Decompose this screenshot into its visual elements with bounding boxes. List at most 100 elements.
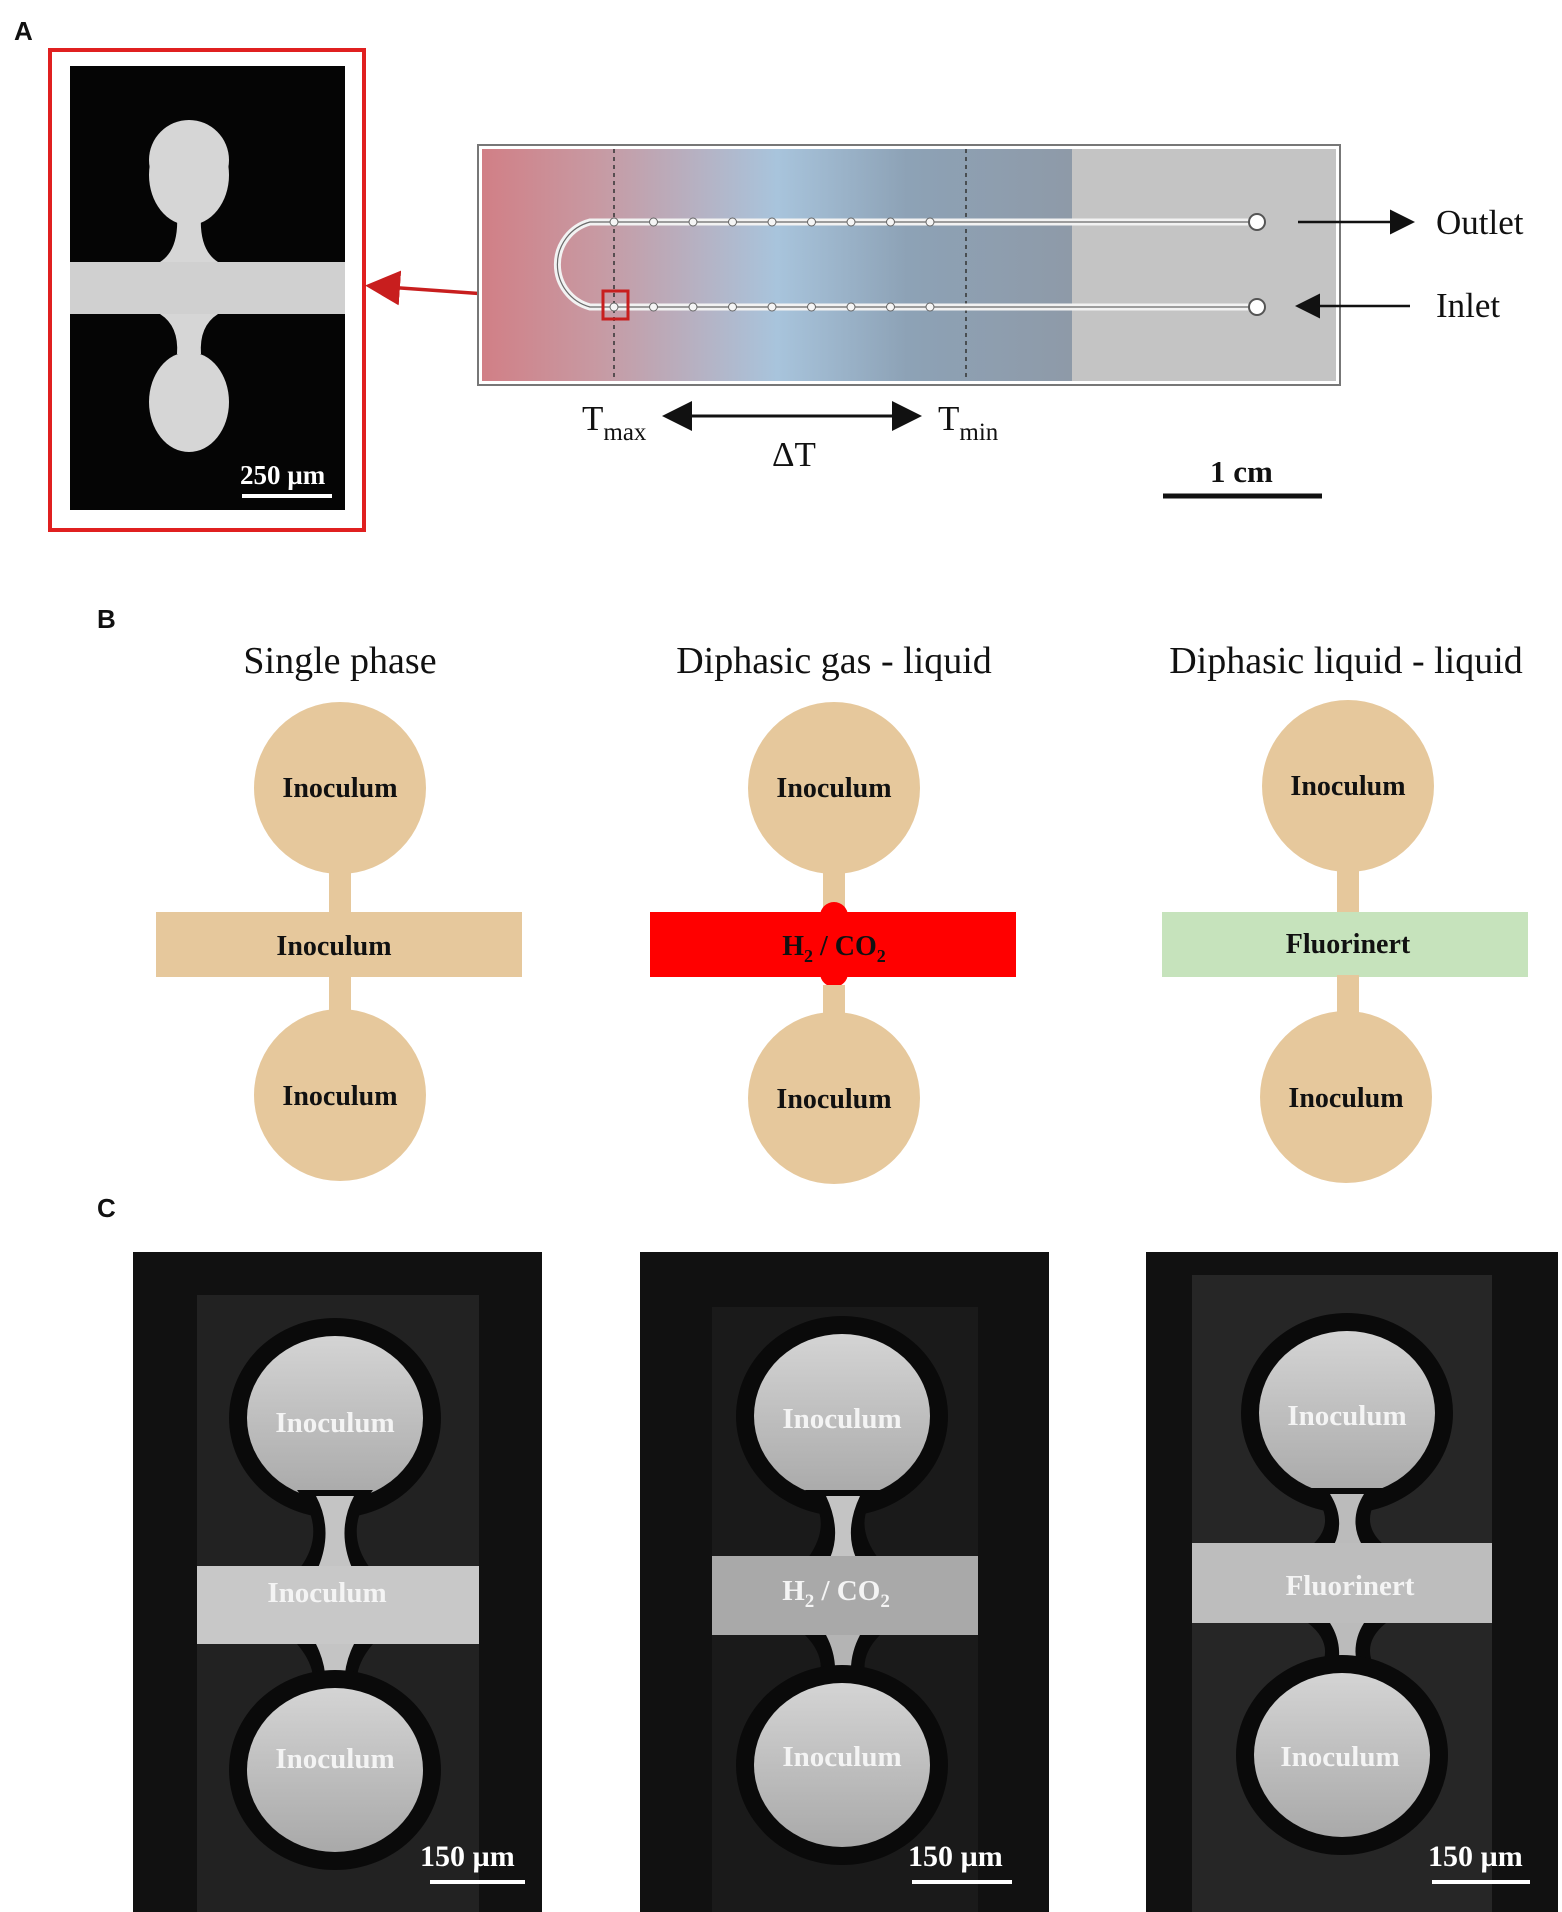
photo-bottom-chamber: [247, 1688, 423, 1852]
chip-chamber-dot: [609, 217, 619, 227]
schematic-gas-bulge-top: [820, 902, 848, 930]
schematic-gas-liquid: Diphasic gas - liquid Inoculum H2 / CO2 …: [650, 640, 1016, 1184]
panel-a-letter: A: [14, 16, 33, 46]
photo-top-neck: [826, 1496, 860, 1558]
photo-top-label: Inoculum: [782, 1403, 901, 1435]
photo-top-chamber: [247, 1336, 423, 1500]
photo-gas-label: H2 / CO2: [782, 1575, 890, 1612]
tmax-label: Tmax: [582, 399, 647, 446]
schematic-gas-bulge-bottom: [820, 959, 848, 987]
schematic-top-neck: [1337, 868, 1359, 913]
photo-bottom-label: Inoculum: [1280, 1741, 1399, 1773]
chip-chamber-dot: [925, 217, 935, 227]
schematic-bottom-label: Inoculum: [776, 1084, 891, 1115]
micrograph-channel: [70, 262, 345, 314]
photo-scale-label: 150 µm: [1428, 1840, 1523, 1873]
micrograph-top-neck: [160, 215, 218, 262]
photo-single-phase: Inoculum Inoculum Inoculum 150 µm: [133, 1252, 542, 1912]
schematic-fluorinert-channel: [1162, 912, 1528, 977]
photo-bottom-label: Inoculum: [782, 1741, 901, 1773]
chip-chamber-dot: [688, 217, 698, 227]
micrograph-frame: [48, 48, 366, 532]
photo-fluorinert-label: Fluorinert: [1286, 1570, 1415, 1602]
chip-chambers-row-bottom: [609, 302, 935, 312]
panel-a-micrograph: 250 µm: [48, 48, 366, 532]
chip-chamber-dot: [886, 302, 895, 312]
chip-chamber-dot: [767, 217, 777, 227]
chip-chamber-dot: [846, 217, 856, 227]
photo-liquid-liquid: Inoculum Fluorinert Inoculum 150 µm: [1146, 1252, 1558, 1912]
schematic-bottom-label: Inoculum: [1288, 1083, 1403, 1114]
outlet-label: Outlet: [1436, 203, 1524, 242]
schematic-channel-label: Inoculum: [276, 931, 391, 962]
chip-channel-edge: [556, 221, 1255, 308]
chip-chamber-dot: [807, 217, 816, 227]
photo-gas-channel: [712, 1556, 978, 1635]
panel-b-letter: B: [97, 604, 116, 634]
chip-chamber-dot: [925, 302, 935, 312]
inlet-port: [1248, 298, 1266, 316]
schematic-bottom-neck: [329, 975, 351, 1020]
tmin-label: Tmin: [938, 399, 999, 446]
schematic-title-liquid-liquid: Diphasic liquid - liquid: [1169, 640, 1523, 682]
micrograph-bottom-chamber: [149, 352, 229, 452]
photo-top-label: Inoculum: [1287, 1400, 1406, 1432]
photo-scale-label: 150 µm: [420, 1840, 515, 1873]
schematic-bottom-neck: [823, 985, 845, 1020]
schematic-top-label: Inoculum: [282, 773, 397, 804]
zoom-box: [601, 289, 630, 321]
chip-diagram: [477, 144, 1341, 386]
chip-chambers-row-top: [609, 217, 935, 227]
photo-top-chamber: [1259, 1331, 1435, 1495]
chip-chamber-dot: [688, 302, 698, 312]
chip-chamber-dot: [807, 302, 816, 312]
schematic-fluorinert-label: Fluorinert: [1286, 929, 1411, 960]
delta-t-label: ΔT: [772, 435, 816, 474]
photo-top-chamber: [754, 1334, 930, 1498]
photo-scale-label: 150 µm: [908, 1840, 1003, 1873]
schematic-top-label: Inoculum: [776, 773, 891, 804]
chip-chamber-dot: [846, 302, 856, 312]
schematic-bottom-label: Inoculum: [282, 1081, 397, 1112]
photo-bottom-chamber: [1254, 1673, 1430, 1837]
chip-chamber-dot: [886, 217, 895, 227]
photo-top-label: Inoculum: [275, 1407, 394, 1439]
chip-temperature-gradient: [482, 149, 1072, 381]
chip-chamber-dot: [649, 217, 658, 227]
photo-channel-label: Inoculum: [267, 1577, 386, 1609]
schematic-gas-label: H2 / CO2: [782, 931, 886, 966]
chip-scale-label: 1 cm: [1210, 454, 1273, 489]
photo-fluorinert-channel: [1192, 1543, 1492, 1623]
schematic-bottom-chamber: [254, 1009, 426, 1181]
chip-chamber-dot: [609, 302, 619, 312]
schematic-top-chamber: [254, 702, 426, 874]
schematic-top-chamber: [1262, 700, 1434, 872]
schematic-single-phase: Single phase Inoculum Inoculum Inoculum: [156, 640, 522, 1181]
schematic-title-gas-liquid: Diphasic gas - liquid: [676, 640, 992, 682]
schematic-top-neck: [329, 870, 351, 915]
panel-c-letter: C: [97, 1193, 116, 1223]
photo-top-neck: [316, 1496, 354, 1568]
schematic-bottom-neck: [1337, 975, 1359, 1020]
schematic-channel: [156, 912, 522, 977]
chip-chamber-dot: [728, 217, 737, 227]
micrograph-scale-label: 250 µm: [240, 460, 326, 490]
outlet-port: [1248, 213, 1266, 231]
chip-chamber-dot: [728, 302, 737, 312]
photo-channel: [197, 1566, 479, 1644]
inlet-label: Inlet: [1436, 286, 1500, 325]
schematic-liquid-liquid: Diphasic liquid - liquid Inoculum Fluori…: [1162, 640, 1528, 1183]
photo-bottom-chamber: [754, 1683, 930, 1847]
schematic-bottom-chamber: [1260, 1011, 1432, 1183]
photo-top-neck: [1330, 1494, 1364, 1545]
photo-bottom-label: Inoculum: [275, 1743, 394, 1775]
micrograph-bottom-neck: [160, 314, 218, 354]
schematic-top-label: Inoculum: [1290, 771, 1405, 802]
chip-chamber-dot: [649, 302, 658, 312]
schematic-top-chamber: [748, 702, 920, 874]
photo-gas-liquid: Inoculum H2 / CO2 Inoculum 150 µm: [640, 1252, 1049, 1912]
schematic-title-single-phase: Single phase: [243, 640, 436, 682]
chip-chamber-dot: [767, 302, 777, 312]
schematic-bottom-chamber: [748, 1012, 920, 1184]
